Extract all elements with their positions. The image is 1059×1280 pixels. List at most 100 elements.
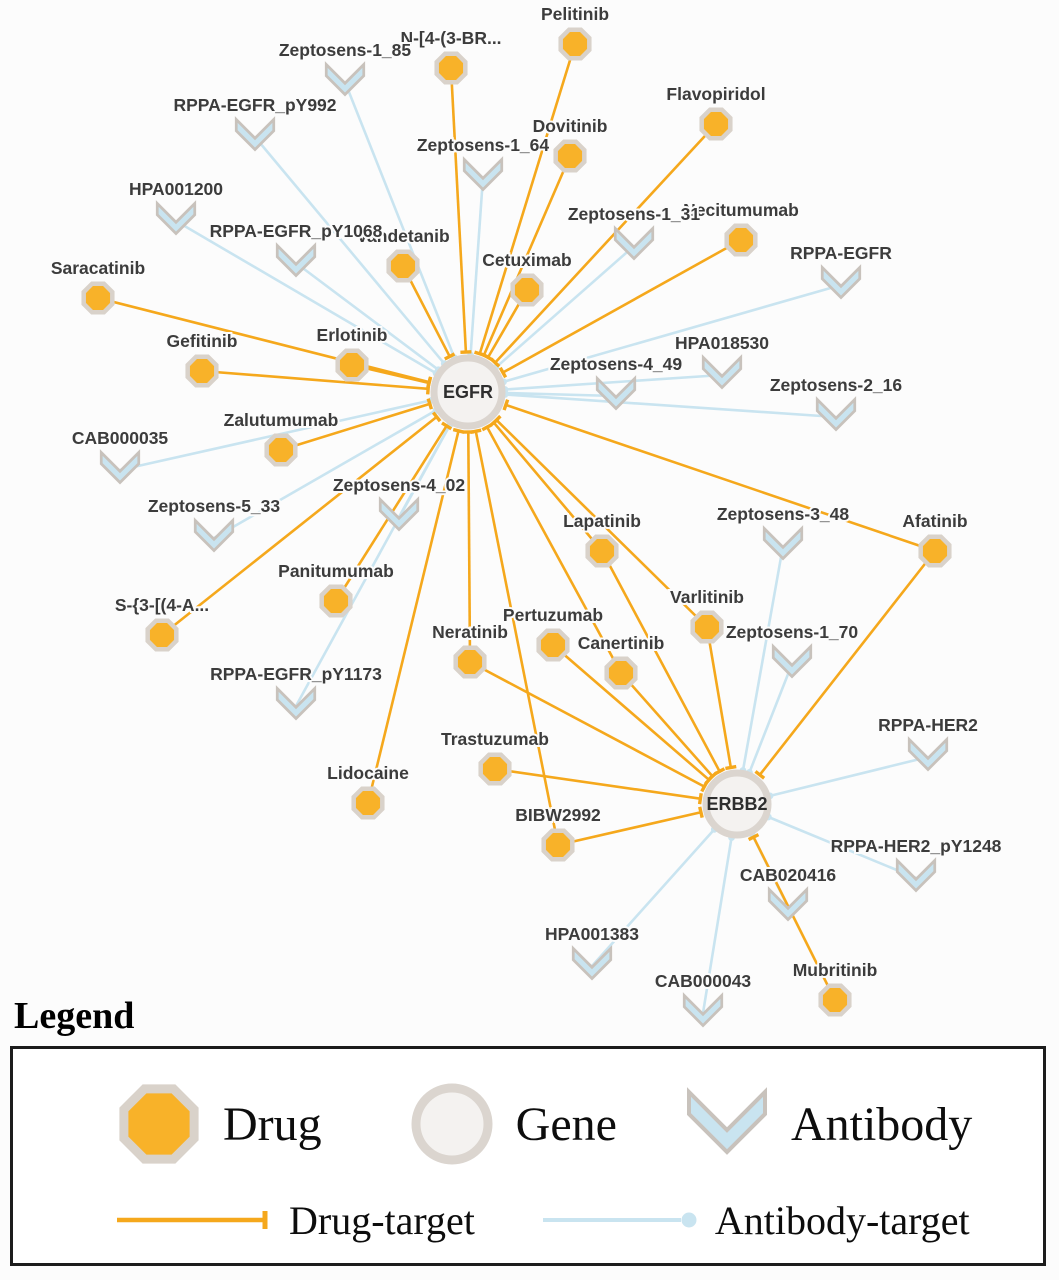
- drug-edge-tee: [443, 352, 456, 361]
- drug-node-pelitinib[interactable]: [558, 27, 592, 61]
- antibody-node-cab000035[interactable]: [99, 449, 141, 485]
- antibody-node-zeptosens-5-33[interactable]: [193, 517, 235, 553]
- antibody-node-zeptosens-1-85[interactable]: [324, 61, 366, 97]
- drug-node-vandetanib[interactable]: [386, 249, 420, 283]
- drug-node-dovitinib[interactable]: [553, 139, 587, 173]
- antibody-label-zeptosens-5-33: Zeptosens-5_33: [148, 496, 281, 516]
- drug-target-edge-zalutumumab: [280, 402, 431, 452]
- drug-node-canertinib[interactable]: [604, 656, 638, 690]
- drug-edge-tee: [698, 806, 704, 819]
- drug-node-afatinib[interactable]: [918, 534, 952, 568]
- drug-node-saracatinib[interactable]: [81, 281, 115, 315]
- drug-node-flavopiridol[interactable]: [699, 107, 733, 141]
- drug-target-edge-gefitinib: [201, 369, 429, 391]
- antibody-node-zeptosens-3-48[interactable]: [762, 525, 804, 561]
- drug-label-zalutumumab: Zalutumumab: [224, 410, 339, 430]
- drug-node-lapatinib[interactable]: [585, 534, 619, 568]
- legend-item-antibody: Antibody: [679, 1080, 972, 1168]
- antibody-target-edge-rppa-egfr-py1173: [294, 423, 452, 707]
- antibody-label-rppa-egfr-py1068: RPPA-EGFR_pY1068: [210, 221, 383, 241]
- drug-node-gefitinib[interactable]: [185, 354, 219, 388]
- antibody-node-hpa018530[interactable]: [701, 354, 743, 390]
- antibody-node-cab000043[interactable]: [682, 992, 724, 1028]
- antibody-node-zeptosens-4-49[interactable]: [595, 375, 637, 411]
- drug-node-trastuzumab[interactable]: [478, 752, 512, 786]
- drug-node-mubritinib[interactable]: [818, 983, 852, 1017]
- antibody-node-rppa-egfr-py1173[interactable]: [275, 685, 317, 721]
- antibody-label-rppa-her2: RPPA-HER2: [878, 715, 978, 735]
- drug-label-cetuximab: Cetuximab: [482, 250, 571, 270]
- legend-shape-row: Drug Gene Antibody: [13, 1063, 1043, 1185]
- drug-target-edge-icon: [117, 1211, 268, 1229]
- antibody-node-rppa-egfr[interactable]: [820, 264, 862, 300]
- drug-label-s-3-4-a: S-{3-[(4-A...: [115, 595, 209, 615]
- antibody-label-hpa001200: HPA001200: [129, 179, 223, 199]
- drug-edge-tee: [460, 350, 472, 355]
- antibody-node-zeptosens-1-64[interactable]: [462, 156, 504, 192]
- drug-node-varlitinib[interactable]: [690, 610, 724, 644]
- antibody-target-edge-rppa-her2-py1248: [767, 815, 917, 880]
- antibody-label-rppa-egfr-py992: RPPA-EGFR_pY992: [173, 95, 336, 115]
- gene-node-egfr[interactable]: [430, 354, 506, 430]
- antibody-node-zeptosens-2-16[interactable]: [815, 396, 857, 432]
- antibody-target-edge-zeptosens-4-49: [504, 391, 617, 398]
- drug-label-varlitinib: Varlitinib: [670, 587, 744, 607]
- drug-node-necitumumab[interactable]: [724, 223, 758, 257]
- antibody-node-hpa001383[interactable]: [571, 945, 613, 981]
- antibody-target-edge-zeptosens-1-70: [748, 663, 794, 773]
- antibody-label-zeptosens-4-02: Zeptosens-4_02: [333, 475, 466, 495]
- antibody-label-zeptosens-4-49: Zeptosens-4_49: [550, 354, 683, 374]
- antibody-label-zeptosens-1-31: Zeptosens-1_31: [568, 204, 701, 224]
- antibody-node-zeptosens-1-31[interactable]: [613, 225, 655, 261]
- drug-target-edge-canertinib: [620, 672, 714, 778]
- drug-edge-tee: [452, 427, 465, 434]
- antibody-node-rppa-egfr-py1068[interactable]: [275, 242, 317, 278]
- drug-node-neratinib[interactable]: [453, 645, 487, 679]
- gene-label-egfr: EGFR: [443, 382, 493, 402]
- drug-label-flavopiridol: Flavopiridol: [666, 84, 765, 104]
- drug-node-n-4-3-br[interactable]: [434, 51, 468, 85]
- antibody-node-zeptosens-4-02[interactable]: [378, 496, 420, 532]
- antibody-target-edge-zeptosens-1-85: [343, 81, 456, 359]
- drug-node-lidocaine[interactable]: [351, 786, 385, 820]
- antibody-node-hpa001200[interactable]: [155, 200, 197, 236]
- drug-node-zalutumumab[interactable]: [264, 433, 298, 467]
- drug-node-cetuximab[interactable]: [510, 273, 544, 307]
- drug-label-neratinib: Neratinib: [432, 622, 508, 642]
- antibody-target-edge-zeptosens-3-48: [741, 545, 785, 771]
- drug-node-erlotinib[interactable]: [335, 348, 369, 382]
- legend-antibody-target-label: Antibody-target: [714, 1197, 970, 1243]
- antibody-label-rppa-egfr-py1173: RPPA-EGFR_pY1173: [210, 664, 382, 684]
- drug-edge-tee: [697, 793, 703, 805]
- antibody-node-rppa-her2-py1248[interactable]: [895, 857, 937, 893]
- drug-edge-tee: [481, 423, 493, 432]
- antibody-node-rppa-egfr-py992[interactable]: [234, 116, 276, 152]
- antibody-target-edge-rppa-egfr-py1068: [295, 261, 440, 371]
- antibody-node-cab020416[interactable]: [767, 886, 809, 922]
- antibody-target-edge-hpa001383: [591, 828, 716, 967]
- drug-label-pertuzumab: Pertuzumab: [503, 605, 603, 625]
- antibody-label-cab000043: CAB000043: [655, 971, 752, 991]
- antibody-target-edge-hpa001200: [175, 219, 437, 375]
- drug-edge-tee: [725, 764, 737, 771]
- drug-node-pertuzumab[interactable]: [536, 628, 570, 662]
- drug-target-edge-canertinib: [485, 426, 623, 674]
- antibody-target-edge-zeptosens-5-33: [213, 409, 437, 540]
- antibody-target-edge-cab000043: [701, 837, 733, 1014]
- drug-node-panitumumab[interactable]: [319, 584, 353, 618]
- drug-label-canertinib: Canertinib: [578, 633, 665, 653]
- drug-label-afatinib: Afatinib: [902, 511, 967, 531]
- drug-label-lapatinib: Lapatinib: [563, 511, 641, 531]
- antibody-node-zeptosens-1-70[interactable]: [771, 643, 813, 679]
- legend-item-antibody-target: Antibody-target: [541, 1197, 970, 1244]
- antibody-target-edge-zeptosens-1-64: [469, 176, 485, 356]
- drug-edge-tee: [426, 377, 432, 389]
- drug-node-bibw2992[interactable]: [541, 828, 575, 862]
- drug-target-edge-neratinib: [469, 660, 705, 788]
- drug-node-s-3-4-a[interactable]: [145, 618, 179, 652]
- gene-node-erbb2[interactable]: [702, 769, 772, 839]
- labels-layer: EGFRERBB2PelitinibN-[4-(3-BR...Dovitinib…: [49, 2, 1004, 993]
- drug-target-edge-neratinib: [466, 431, 472, 663]
- drug-label-saracatinib: Saracatinib: [51, 258, 145, 278]
- antibody-node-rppa-her2[interactable]: [907, 736, 949, 772]
